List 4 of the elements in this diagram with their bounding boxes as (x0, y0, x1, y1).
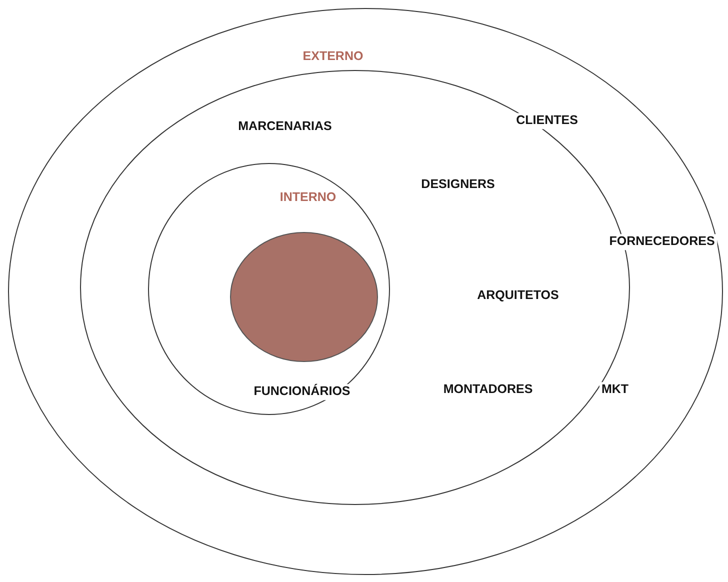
stakeholder-label: CLIENTES (514, 113, 580, 129)
stakeholder-label: FORNECEDORES (607, 234, 717, 250)
stakeholder-label: ARQUITETOS (475, 288, 561, 304)
stakeholder-label: FUNCIONÁRIOS (252, 384, 352, 400)
